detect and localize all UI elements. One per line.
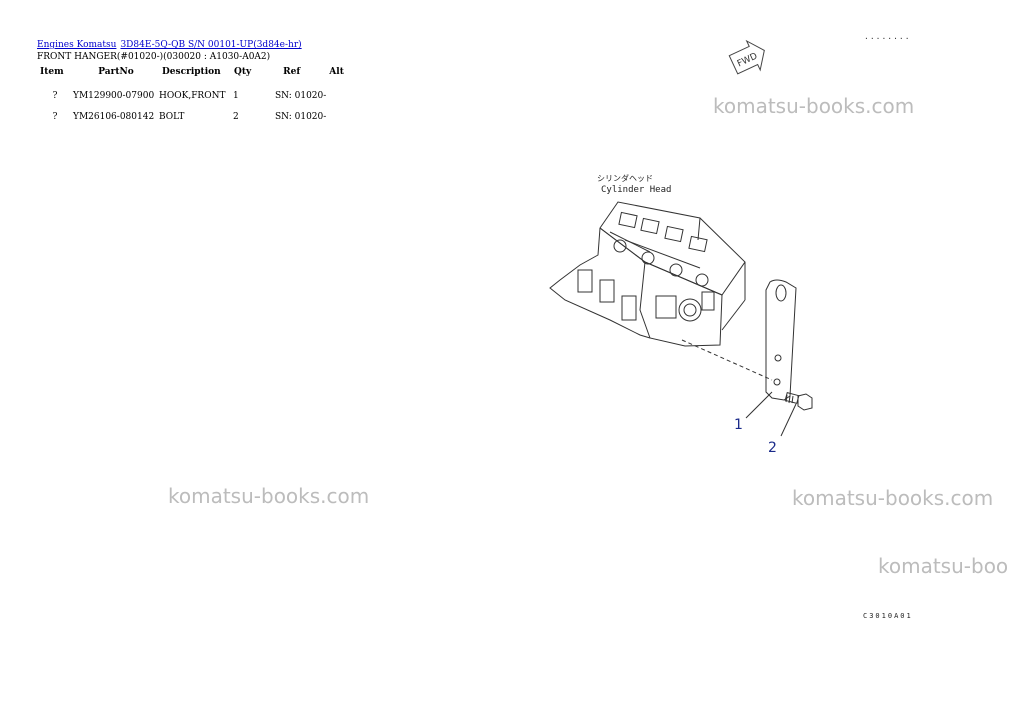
- callout-2: 2: [768, 440, 777, 456]
- header-alt: Alt: [329, 67, 344, 77]
- parts-table: Item PartNo Description Qty Ref Alt ? YM…: [37, 65, 354, 127]
- cell-partno: YM129900-07900: [73, 90, 155, 101]
- callout-1: 1: [734, 417, 743, 433]
- cell-partno: YM26106-080142: [73, 111, 155, 122]
- page-title: FRONT HANGER(#01020-)(030020 : A1030-A0A…: [37, 52, 271, 62]
- cylinder-head-jp-label: シリンダヘッド: [597, 173, 653, 183]
- alignment-line: [681, 339, 773, 381]
- header-qty: Qty: [234, 67, 252, 77]
- cell-ref: SN: 01020-: [275, 111, 327, 122]
- watermark: komatsu-books.com: [713, 94, 915, 118]
- breadcrumb-link-model[interactable]: 3D84E-5Q-QB S/N 00101-UP(3d84e-hr): [120, 40, 302, 50]
- watermark: komatsu-books.com: [168, 484, 370, 508]
- watermark: komatsu-books.com: [792, 486, 994, 510]
- cell-item: ?: [52, 90, 58, 101]
- header-item: Item: [40, 67, 64, 77]
- front-hook-drawing: [765, 279, 797, 401]
- figure-code: C3010A01: [863, 612, 913, 620]
- cell-item: ?: [52, 111, 58, 122]
- header-ref: Ref: [283, 67, 301, 77]
- cell-alt: [326, 85, 354, 106]
- leader-line-2: [780, 403, 797, 437]
- table-header-row: Item PartNo Description Qty Ref Alt: [37, 65, 354, 85]
- cell-qty: 2: [233, 111, 239, 122]
- cell-qty: 1: [233, 90, 239, 101]
- cell-description: HOOK,FRONT: [159, 90, 226, 101]
- cell-description: BOLT: [159, 111, 185, 122]
- fwd-arrow-icon: FWD: [728, 39, 765, 75]
- leader-line-1: [745, 391, 773, 419]
- watermark: komatsu-boo: [878, 554, 1009, 578]
- breadcrumb-link-engines[interactable]: Engines Komatsu: [37, 40, 117, 50]
- header-partno: PartNo: [98, 67, 134, 77]
- fwd-label: FWD: [736, 51, 759, 69]
- table-row: ? YM26106-080142 BOLT 2 SN: 01020-: [37, 106, 354, 127]
- dotted-marks: ........: [864, 32, 911, 41]
- cylinder-head-label: Cylinder Head: [601, 185, 671, 195]
- cylinder-head-drawing: [549, 201, 746, 347]
- table-row: ? YM129900-07900 HOOK,FRONT 1 SN: 01020-: [37, 85, 354, 106]
- cell-alt: [326, 106, 354, 127]
- header-description: Description: [162, 67, 221, 77]
- bolt-drawing: [784, 391, 813, 411]
- cell-ref: SN: 01020-: [275, 90, 327, 101]
- parts-diagram: FWD シリンダヘッド Cylinder Head: [549, 39, 813, 456]
